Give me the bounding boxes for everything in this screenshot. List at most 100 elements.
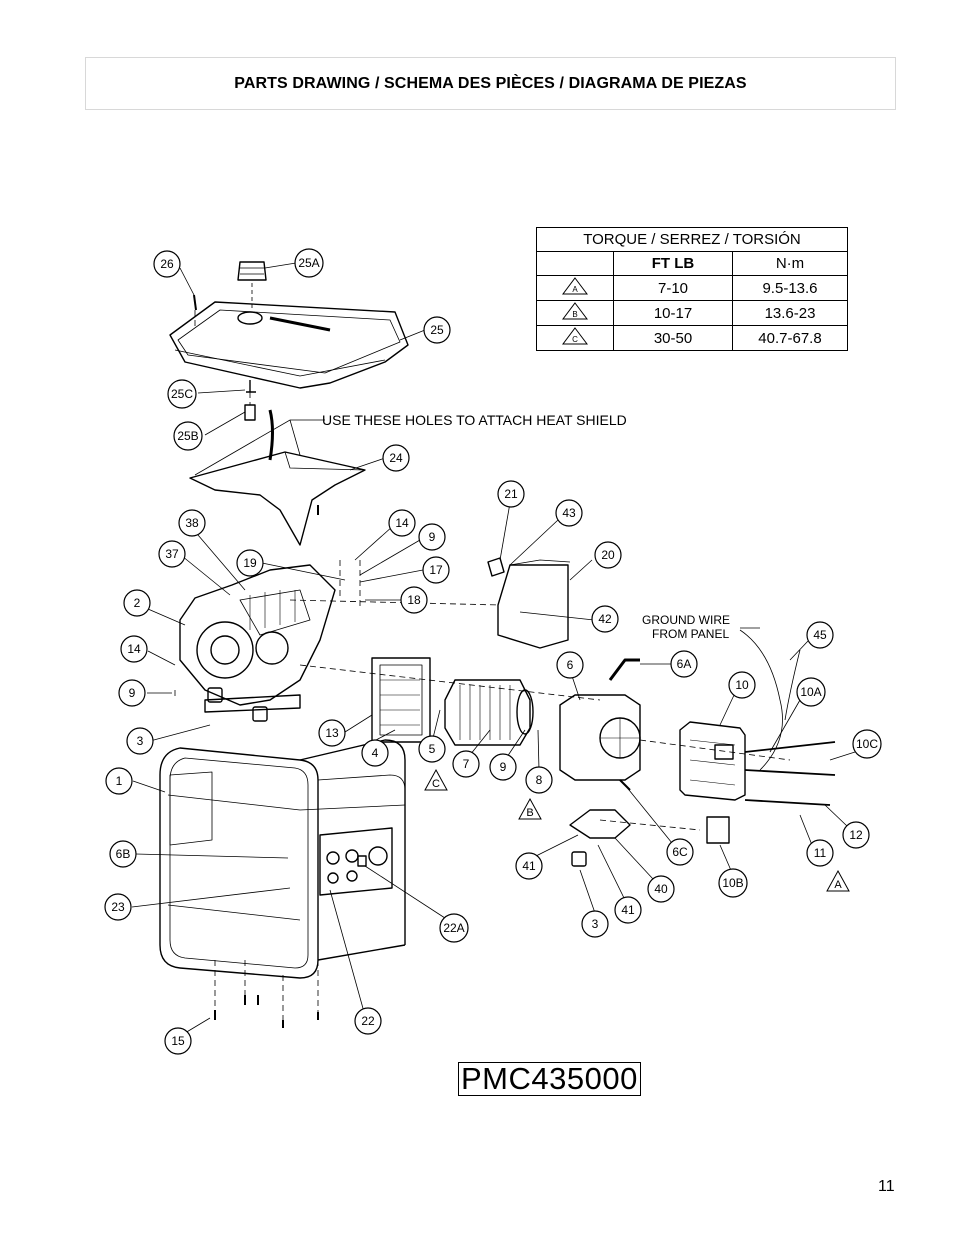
callout-label: 40 xyxy=(654,882,668,896)
torque-mark-triangle xyxy=(518,797,542,820)
callout-bubble xyxy=(105,767,133,795)
page-title: PARTS DRAWING / SCHEMA DES PIÈCES / DIAG… xyxy=(234,74,747,92)
callout-bubble xyxy=(439,913,469,943)
callout-label: 19 xyxy=(243,556,257,570)
callout-bubble xyxy=(489,753,517,781)
end-plate xyxy=(371,657,431,743)
callout-bubble xyxy=(354,1007,382,1035)
callout-label: 41 xyxy=(621,903,635,917)
callout-bubble xyxy=(842,821,870,849)
model-number: PMC435000 xyxy=(458,1062,641,1096)
assembly-lines xyxy=(174,310,791,1020)
callout-label: 14 xyxy=(127,642,141,656)
callout-bubble xyxy=(178,509,206,537)
callout-bubble xyxy=(556,651,584,679)
callout-label: 14 xyxy=(395,516,409,530)
torque-ftlb-value: 10-17 xyxy=(613,300,733,326)
callout-label: 18 xyxy=(407,593,421,607)
callout-label: 42 xyxy=(598,612,612,626)
torque-mark-group: CBA xyxy=(424,768,850,892)
callout-label: 26 xyxy=(160,257,174,271)
torque-mark-label: A xyxy=(572,285,578,294)
callout-bubble xyxy=(167,379,197,409)
callout-label: 17 xyxy=(429,563,443,577)
rotor xyxy=(444,679,531,746)
torque-title: TORQUE / SERREZ / TORSIÓN xyxy=(536,227,848,252)
callout-label: 10C xyxy=(856,737,878,751)
callout-bubble xyxy=(852,729,882,759)
callout-bubble xyxy=(796,677,826,707)
callout-bubble xyxy=(123,589,151,617)
callout-label: 38 xyxy=(185,516,199,530)
triangle-mark-icon: A xyxy=(562,277,588,295)
callout-bubble xyxy=(173,421,203,451)
callout-label: 11 xyxy=(814,846,827,860)
callout-label: 23 xyxy=(111,900,125,914)
callout-label: 41 xyxy=(522,859,536,873)
callout-label: 37 xyxy=(165,547,179,561)
callout-label: 25C xyxy=(171,387,193,401)
callout-bubble xyxy=(418,523,446,551)
callout-label: 6 xyxy=(567,658,574,672)
callout-bubble xyxy=(118,679,146,707)
torque-mark-label: B xyxy=(526,807,533,819)
leader-lines xyxy=(131,262,856,1034)
torque-ftlb-value: 30-50 xyxy=(613,325,733,351)
callout-label: 6A xyxy=(677,657,692,671)
callout-label: 10A xyxy=(800,685,821,699)
callout-label: 12 xyxy=(849,828,863,842)
callout-label: 1 xyxy=(116,774,123,788)
callout-label: 25 xyxy=(430,323,444,337)
triangle-mark-icon: C xyxy=(562,327,588,345)
callout-label: 10 xyxy=(735,678,749,692)
muffler xyxy=(497,564,569,649)
bracket xyxy=(569,809,631,839)
callout-bubble xyxy=(361,739,389,767)
callout-bubble xyxy=(594,541,622,569)
callout-bubble xyxy=(614,896,642,924)
frame xyxy=(159,747,319,979)
callout-bubble xyxy=(525,766,553,794)
callout-bubble xyxy=(400,586,428,614)
callout-bubble xyxy=(422,556,450,584)
callout-bubble xyxy=(236,549,264,577)
callout-bubble xyxy=(164,1027,192,1055)
callout-bubble xyxy=(388,509,416,537)
callout-bubble xyxy=(555,499,583,527)
torque-nm-value: 40.7-67.8 xyxy=(732,325,848,351)
callout-label: 43 xyxy=(562,506,576,520)
page-number: 11 xyxy=(878,1178,895,1195)
callout-bubble xyxy=(382,444,410,472)
torque-mark-triangle xyxy=(826,869,850,892)
fuel-cap xyxy=(237,261,267,281)
callout-bubble xyxy=(109,840,137,868)
callout-label: 3 xyxy=(137,734,144,748)
callout-label: 9 xyxy=(429,530,436,544)
torque-nm-value: 13.6-23 xyxy=(732,300,848,326)
callout-bubble xyxy=(647,875,675,903)
parts-artwork xyxy=(159,261,836,1028)
callout-bubble xyxy=(806,621,834,649)
callout-label: 3 xyxy=(592,917,599,931)
callout-bubble xyxy=(670,650,698,678)
fuel-tank xyxy=(169,301,409,389)
callout-label: 21 xyxy=(504,487,518,501)
callout-label: 4 xyxy=(372,746,379,760)
ground-wire-note: GROUND WIRE xyxy=(642,613,730,627)
callout-bubble xyxy=(718,868,748,898)
callout-label: 9 xyxy=(129,686,136,700)
callout-bubble xyxy=(423,316,451,344)
rear-cover xyxy=(679,721,746,801)
torque-ftlb-value: 7-10 xyxy=(613,275,733,301)
torque-mark-cell: C xyxy=(536,325,614,351)
engine xyxy=(179,564,336,706)
torque-table: TORQUE / SERREZ / TORSIÓN FT LB N·m A 7-… xyxy=(536,227,848,351)
callout-label: 15 xyxy=(171,1034,185,1048)
callout-bubble xyxy=(497,480,525,508)
callout-bubble xyxy=(591,605,619,633)
callout-label: 2 xyxy=(134,596,141,610)
callout-bubble xyxy=(418,735,446,763)
ground-wire-note: FROM PANEL xyxy=(652,627,729,641)
